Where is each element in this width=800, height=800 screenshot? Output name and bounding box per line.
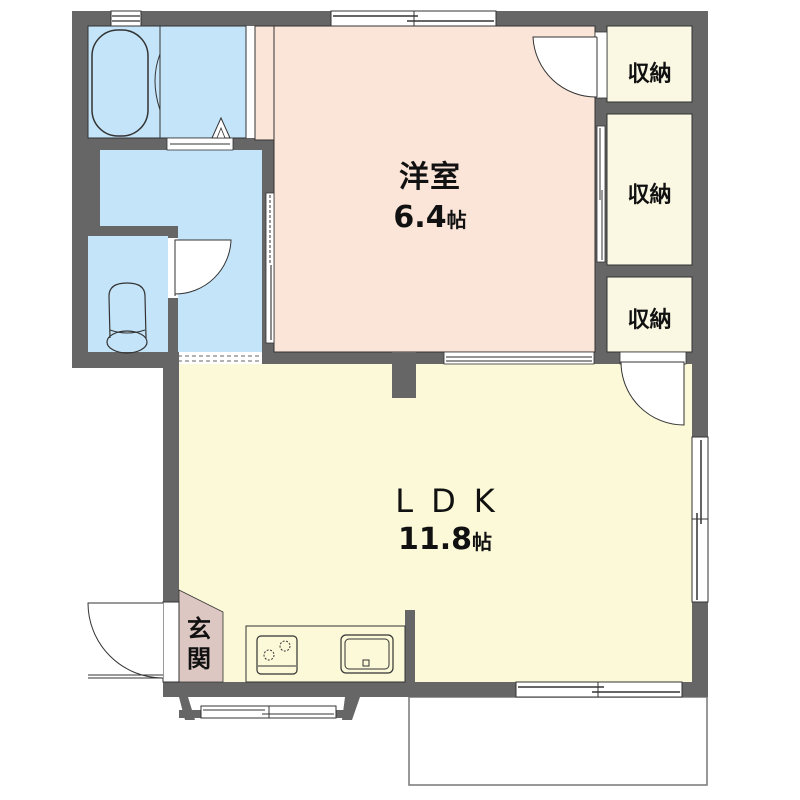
western-room-window[interactable] — [330, 10, 497, 27]
toilet-floor — [88, 236, 168, 352]
storage-3-label: 収納 — [627, 308, 672, 333]
kitchen-sink-icon — [340, 634, 394, 674]
western-room-floor — [273, 25, 596, 353]
bathroom-floor — [87, 25, 247, 139]
stove-icon — [256, 635, 298, 675]
ldk-label: LDK 11.8帖 — [370, 482, 520, 557]
washroom-western-sliding-door[interactable] — [265, 192, 275, 344]
kitchen-bay-window[interactable] — [179, 697, 360, 720]
storage-2-sliding-door[interactable] — [596, 125, 606, 263]
storage-1-door[interactable] — [532, 31, 608, 99]
ldk-east-window[interactable] — [691, 436, 709, 603]
entrance-label-line1: 玄 — [187, 615, 211, 643]
entrance-label: 玄 関 — [184, 614, 214, 674]
storage-3-door[interactable] — [619, 351, 687, 426]
balcony-sliding-window[interactable] — [515, 681, 683, 698]
western-room-name: 洋室 — [399, 160, 461, 195]
storage-2-label: 収納 — [627, 183, 672, 208]
storage-1-floor — [606, 25, 693, 103]
storage-2-floor — [606, 113, 693, 266]
entrance-door[interactable] — [87, 601, 180, 683]
storage-3-floor — [606, 276, 693, 353]
western-ldk-sliding-door[interactable] — [443, 351, 595, 365]
washbasin-icon — [211, 116, 231, 139]
western-room-size: 6.4帖 — [374, 200, 486, 235]
bathroom-window[interactable] — [110, 10, 142, 27]
western-room-size-value: 6.4 — [393, 200, 447, 235]
ldk-size: 11.8帖 — [370, 522, 520, 557]
toilet-door[interactable] — [168, 238, 232, 298]
balcony — [408, 696, 708, 786]
bathroom-door[interactable] — [166, 137, 234, 151]
western-room-strip — [254, 25, 275, 141]
storage-1-label: 収納 — [627, 62, 672, 87]
ldk-size-unit: 帖 — [472, 530, 493, 554]
toilet-icon — [106, 282, 148, 354]
washroom-floor — [100, 150, 262, 226]
ldk-size-value: 11.8 — [397, 522, 473, 557]
ldk-name: LDK — [395, 482, 513, 520]
bathtub-icon — [91, 29, 161, 137]
western-room-size-unit: 帖 — [446, 208, 467, 232]
entrance-label-line2: 関 — [187, 645, 211, 673]
western-room-label: 洋室 6.4帖 — [374, 152, 486, 235]
